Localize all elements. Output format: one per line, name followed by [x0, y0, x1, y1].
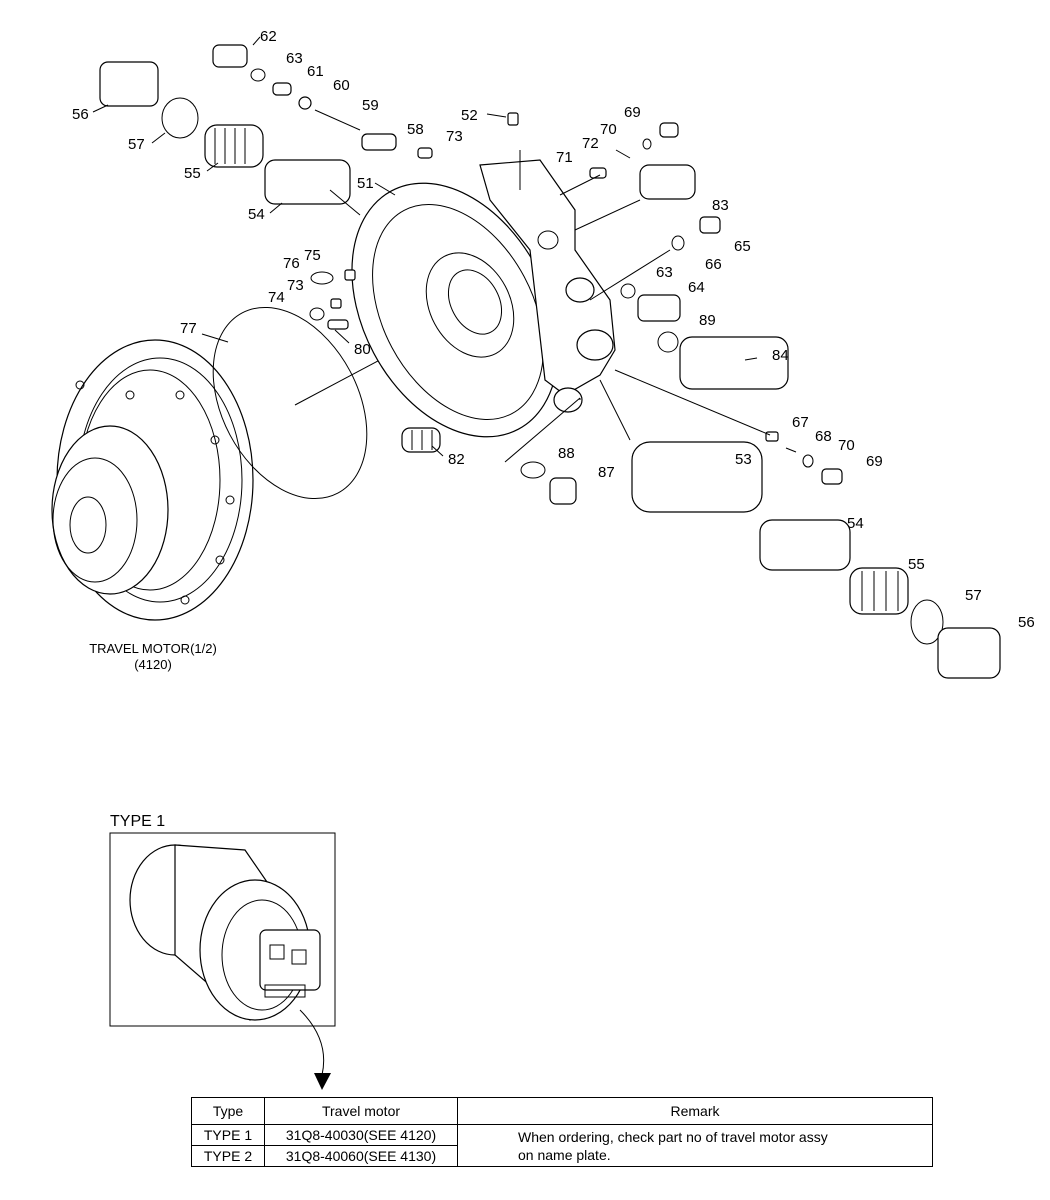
- callout-62: 62: [260, 28, 277, 45]
- callout-70: 70: [838, 437, 855, 454]
- callout-69: 69: [866, 453, 883, 470]
- callout-56: 56: [72, 106, 89, 123]
- type1-motor-photo: [129, 844, 321, 1021]
- callout-84: 84: [772, 347, 789, 364]
- callout-55: 55: [184, 165, 201, 182]
- callout-80: 80: [354, 341, 371, 358]
- row-motor: 31Q8-40030(SEE 4120): [264, 1124, 458, 1146]
- callout-63: 63: [656, 264, 673, 281]
- o-ring-77: [212, 306, 368, 500]
- header-travel-motor: Travel motor: [264, 1097, 458, 1125]
- remark-line2: on name plate.: [518, 1146, 611, 1163]
- callout-76: 76: [283, 255, 300, 272]
- callout-60: 60: [333, 77, 350, 94]
- spool-58: [361, 133, 397, 151]
- callout-74: 74: [268, 289, 285, 306]
- callout-72: 72: [582, 135, 599, 152]
- header-remark: Remark: [457, 1097, 933, 1125]
- row-type: TYPE 2: [191, 1145, 265, 1167]
- motor-housing-51: [351, 159, 616, 438]
- callout-73: 73: [287, 277, 304, 294]
- callout-57: 57: [128, 136, 145, 153]
- row-remark: When ordering, check part no of travel m…: [457, 1124, 933, 1167]
- callout-73: 73: [446, 128, 463, 145]
- caption-title: TRAVEL MOTOR(1/2): [89, 641, 217, 656]
- spring-55-lower: [849, 567, 909, 615]
- spool-54-upper: [264, 159, 351, 205]
- spool-54-lower: [759, 519, 851, 571]
- callout-54: 54: [248, 206, 265, 223]
- callout-61: 61: [307, 63, 324, 80]
- callout-87: 87: [598, 464, 615, 481]
- row-motor: 31Q8-40060(SEE 4130): [264, 1145, 458, 1167]
- callout-57: 57: [965, 587, 982, 604]
- travel-motor-type-table: Type Travel motor Remark TYPE 1 31Q8-400…: [191, 1097, 933, 1167]
- callout-56: 56: [1018, 614, 1035, 631]
- callout-54: 54: [847, 515, 864, 532]
- table-header-row: Type Travel motor Remark: [191, 1097, 933, 1125]
- callout-52: 52: [461, 107, 478, 124]
- callout-89: 89: [699, 312, 716, 329]
- callout-67: 67: [792, 414, 809, 431]
- plug-62: [212, 44, 248, 68]
- row-type: TYPE 1: [191, 1124, 265, 1146]
- callout-70: 70: [600, 121, 617, 138]
- callout-71: 71: [556, 149, 573, 166]
- plug-56-lower: [937, 627, 1001, 679]
- callout-55: 55: [908, 556, 925, 573]
- callout-77: 77: [180, 320, 197, 337]
- callout-65: 65: [734, 238, 751, 255]
- plug-83: [639, 164, 696, 200]
- callout-66: 66: [705, 256, 722, 273]
- callout-83: 83: [712, 197, 729, 214]
- arrow-down-icon: [314, 1073, 331, 1090]
- remark-line1: When ordering, check part no of travel m…: [518, 1128, 828, 1145]
- type1-label: TYPE 1: [110, 813, 166, 830]
- callout-53: 53: [735, 451, 752, 468]
- callout-82: 82: [448, 451, 465, 468]
- callout-75: 75: [304, 247, 321, 264]
- spring-82: [401, 427, 441, 453]
- callout-88: 88: [558, 445, 575, 462]
- table-row: TYPE 1 31Q8-40030(SEE 4120) When orderin…: [191, 1124, 933, 1167]
- table-row: TYPE 2 31Q8-40060(SEE 4130): [191, 1145, 933, 1167]
- spool-53: [631, 441, 763, 513]
- callout-64: 64: [688, 279, 705, 296]
- callout-69: 69: [624, 104, 641, 121]
- caption-code: (4120): [134, 657, 172, 672]
- header-type: Type: [191, 1097, 265, 1125]
- callout-58: 58: [407, 121, 424, 138]
- spring-55-upper: [204, 124, 264, 168]
- callout-51: 51: [357, 175, 374, 192]
- plug-84: [679, 336, 789, 390]
- travel-motor-gearbox-drawing: [51, 339, 254, 621]
- callout-68: 68: [815, 428, 832, 445]
- callout-59: 59: [362, 97, 379, 114]
- plug-56-upper: [99, 61, 159, 107]
- callout-63: 63: [286, 50, 303, 67]
